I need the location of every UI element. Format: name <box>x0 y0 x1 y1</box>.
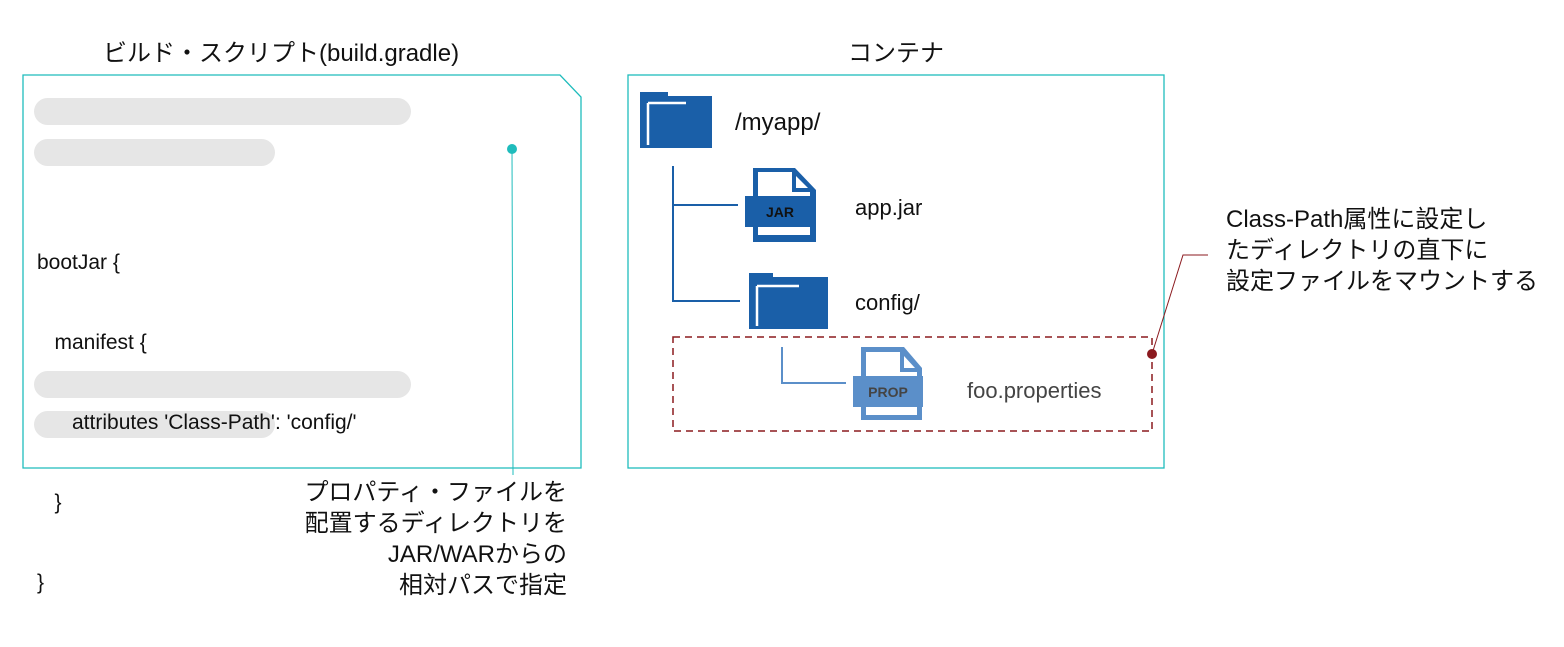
code-line: attributes 'Class-Path': 'config/' <box>37 411 357 434</box>
properties-label: foo.properties <box>967 378 1102 403</box>
note-line: 設定ファイルをマウントする <box>1226 268 1538 295</box>
container-title: コンテナ <box>848 40 944 67</box>
mount-note: Class-Path属性に設定し たディレクトリの直下に 設定ファイルをマウント… <box>1226 204 1538 297</box>
code-line: manifest { <box>37 331 147 354</box>
prop-file-icon <box>853 347 923 420</box>
diagram-graphics <box>22 74 1208 476</box>
folder-icon <box>749 273 828 329</box>
tree-line-root <box>672 166 740 302</box>
folder-icon <box>640 92 712 148</box>
classpath-callout-line <box>511 148 514 476</box>
jar-badge: JAR <box>765 204 794 220</box>
note-line: Class-Path属性に設定し <box>1226 206 1488 233</box>
code-line: } <box>37 571 45 594</box>
note-line: プロパティ・ファイルを <box>304 479 567 506</box>
note-line: 相対パスで指定 <box>399 572 567 599</box>
build-script-title: ビルド・スクリプト(build.gradle) <box>103 40 460 67</box>
config-label: config/ <box>855 290 920 315</box>
build-script-frame <box>22 74 582 469</box>
app-jar-label: app.jar <box>855 195 923 220</box>
tree-line-config <box>781 347 846 384</box>
container-frame <box>627 74 1165 469</box>
prop-badge: PROP <box>868 384 908 400</box>
code-line: bootJar { <box>37 251 120 274</box>
mount-highlight-box <box>672 336 1153 432</box>
diagram: ビルド・スクリプト(build.gradle) コンテナ bootJar { m… <box>22 40 1538 601</box>
code-line: } <box>37 491 62 514</box>
classpath-callout-dot <box>507 144 517 154</box>
note-line: たディレクトリの直下に <box>1226 237 1489 264</box>
tree-root-label: /myapp/ <box>735 109 821 136</box>
placeholder-line <box>34 411 275 438</box>
code-block: bootJar { manifest { attributes 'Class-P… <box>37 199 357 647</box>
note-line: 配置するディレクトリを <box>304 510 567 537</box>
note-line: JAR/WARからの <box>387 541 567 568</box>
jar-file-icon <box>745 168 816 242</box>
placeholder-line <box>34 98 411 125</box>
placeholder-line <box>34 371 411 398</box>
mount-callout-dot <box>1147 349 1157 359</box>
mount-callout-line <box>1151 254 1208 355</box>
placeholder-line <box>34 139 275 166</box>
classpath-note: プロパティ・ファイルを 配置するディレクトリを JAR/WARからの 相対パスで… <box>304 477 567 601</box>
